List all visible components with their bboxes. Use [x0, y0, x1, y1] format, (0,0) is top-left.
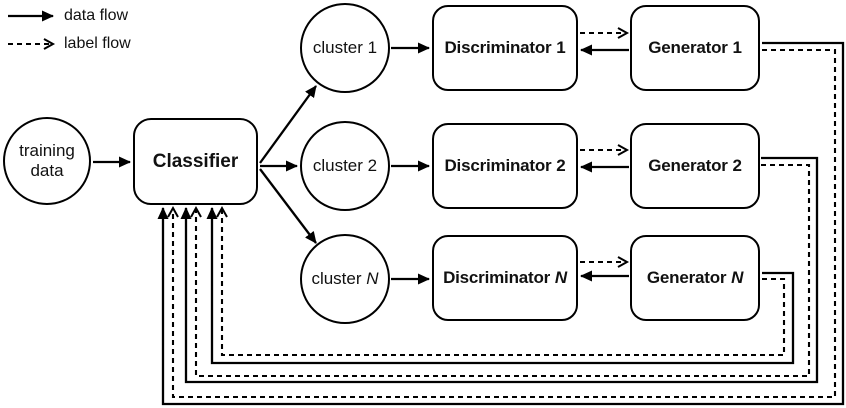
training-data-label-line2: data — [30, 161, 64, 180]
generator2-to-classifier-data-loop — [180, 156, 819, 384]
classifier-node: Classifier — [133, 118, 258, 205]
discriminator2-label: Discriminator — [444, 156, 552, 175]
cluster2-suffix: 2 — [367, 156, 378, 176]
clusterN-label: cluster — [311, 269, 362, 289]
generatorN-suffix: N — [731, 268, 744, 287]
cluster1-suffix: 1 — [367, 38, 378, 58]
classifier-label: Classifier — [152, 150, 239, 172]
discriminator2-suffix: 2 — [556, 156, 566, 175]
discriminator1-label: Discriminator — [444, 38, 552, 57]
discriminatorN-suffix: N — [554, 268, 567, 287]
generator2-label: Generator — [648, 156, 728, 175]
generatorN-to-classifier-data-loop — [206, 207, 795, 365]
classifier-to-clusterN-arrow — [259, 168, 317, 244]
generator1-to-classifier-data-loop — [157, 41, 845, 406]
generator1-suffix: 1 — [732, 38, 742, 57]
discriminatorN-label: Discriminator — [443, 268, 551, 287]
generatorN-label: Generator — [646, 268, 727, 287]
generator2-to-classifier-label-loop — [190, 163, 811, 378]
legend-data-flow-label: data flow — [64, 7, 129, 24]
discriminator1-suffix: 1 — [556, 38, 566, 57]
cluster1-label: cluster — [312, 38, 363, 58]
generator1-to-classifier-label-loop — [167, 48, 837, 399]
classifier-to-cluster1-arrow — [259, 85, 317, 164]
clusterN-suffix: N — [366, 269, 379, 289]
generator1-label: Generator — [648, 38, 728, 57]
training-data-label-line1: training — [19, 141, 75, 161]
cluster2-label: cluster — [312, 156, 363, 176]
training-data-node: training data — [3, 117, 91, 205]
generator2-suffix: 2 — [732, 156, 742, 175]
legend-label-flow-label: label flow — [64, 35, 131, 52]
